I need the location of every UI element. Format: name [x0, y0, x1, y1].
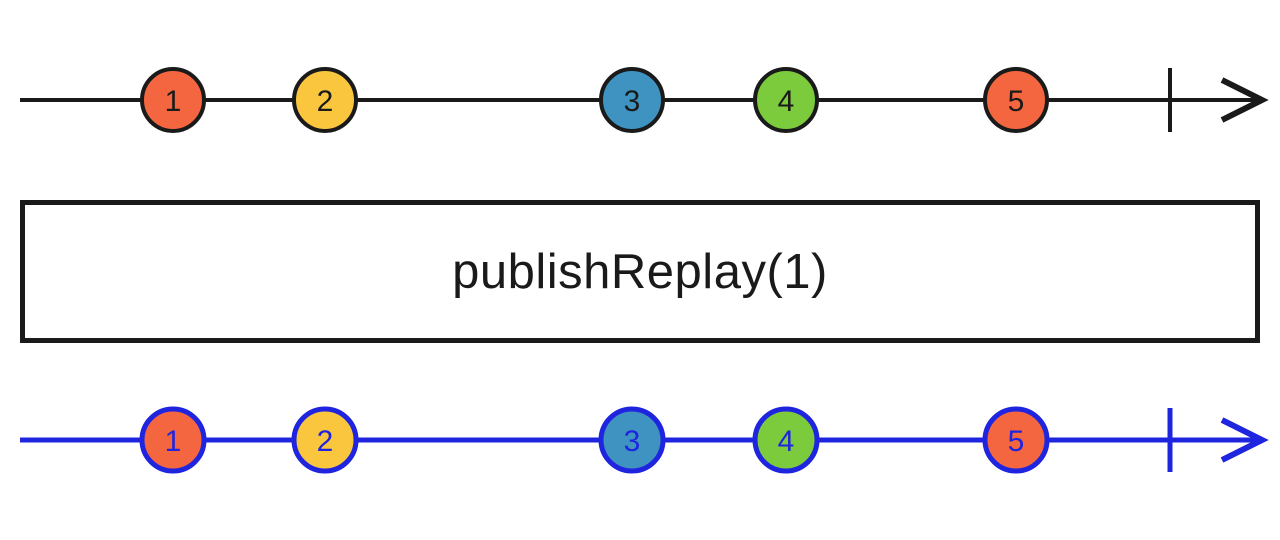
result-marble-4-label: 4: [778, 425, 795, 458]
source-marble-1-circle: [140, 67, 206, 133]
result-marble-3-circle: [598, 406, 666, 474]
result-timeline: 1 2 3 4 5: [20, 406, 1269, 474]
result-marble-1-label: 1: [165, 425, 182, 458]
source-marble-5: 5: [983, 67, 1049, 133]
result-marble-5: 5: [982, 406, 1050, 474]
result-marble-3-label: 3: [624, 425, 641, 458]
source-arrowhead-icon: [1220, 77, 1269, 123]
source-marble-1: 1: [140, 67, 206, 133]
source-marble-2-circle: [292, 67, 358, 133]
source-marble-3-circle: [599, 67, 665, 133]
result-marble-2-circle: [291, 406, 359, 474]
result-arrowhead-icon: [1220, 417, 1269, 463]
result-marble-2-label: 2: [317, 425, 334, 458]
source-marble-5-circle: [983, 67, 1049, 133]
result-marble-1: 1: [139, 406, 207, 474]
result-marble-1-circle: [139, 406, 207, 474]
result-marble-4-circle: [752, 406, 820, 474]
source-marble-2-label: 2: [317, 85, 334, 118]
operator-box: publishReplay(1): [20, 200, 1260, 343]
result-marble-2: 2: [291, 406, 359, 474]
source-marble-4: 4: [753, 67, 819, 133]
operator-label: publishReplay(1): [452, 244, 828, 299]
source-marble-3: 3: [599, 67, 665, 133]
source-marble-4-circle: [753, 67, 819, 133]
result-marble-3: 3: [598, 406, 666, 474]
result-marble-4: 4: [752, 406, 820, 474]
source-marble-5-label: 5: [1008, 85, 1025, 118]
result-marble-5-circle: [982, 406, 1050, 474]
result-marble-5-label: 5: [1008, 425, 1025, 458]
source-marble-2: 2: [292, 67, 358, 133]
source-marble-4-label: 4: [778, 85, 795, 118]
source-timeline: 1 2 3 4 5: [20, 67, 1269, 133]
source-marble-3-label: 3: [624, 85, 641, 118]
source-marble-1-label: 1: [165, 85, 182, 118]
